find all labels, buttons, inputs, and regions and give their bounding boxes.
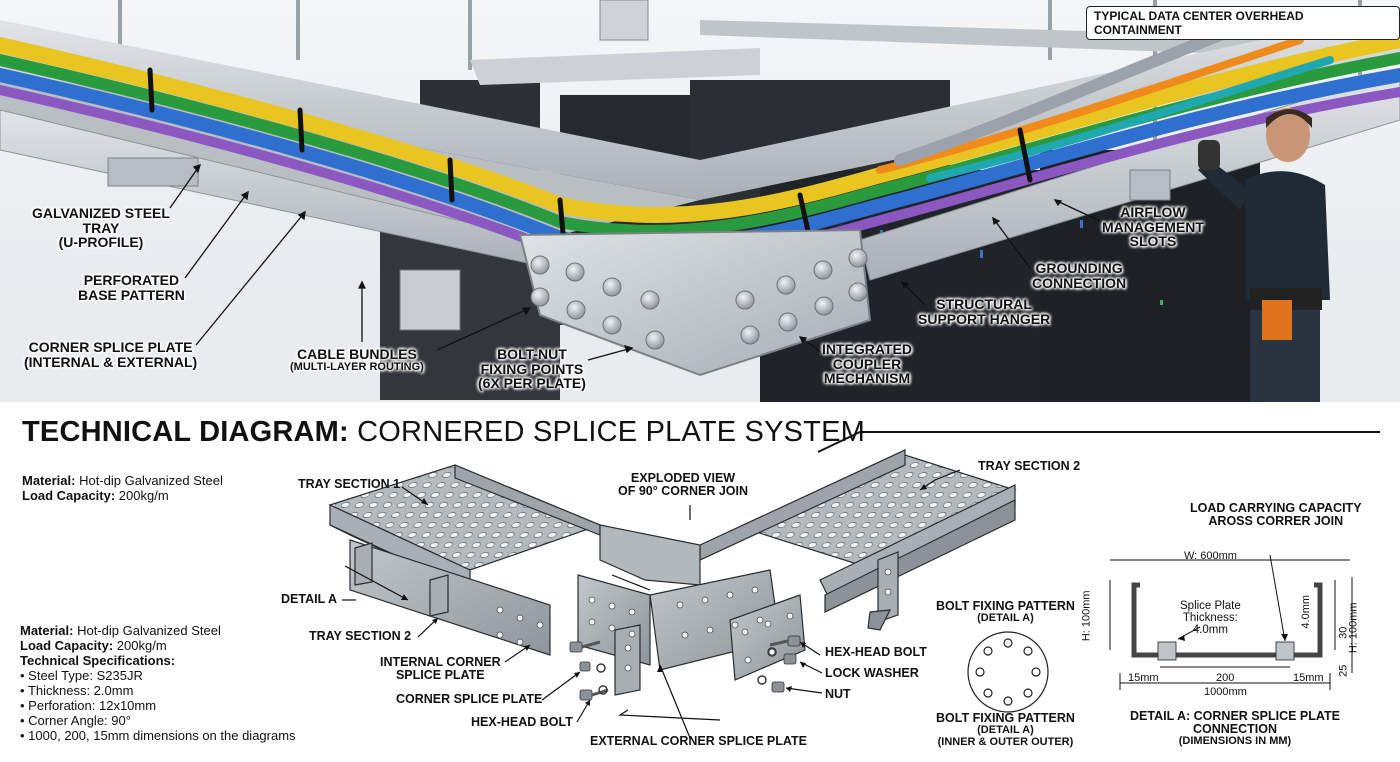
dim-15-left: 15mm (1128, 672, 1159, 684)
spec-item: Corner Angle: 90° (20, 713, 296, 729)
label-lock-washer: LOCK WASHER (825, 666, 919, 680)
dim-30: 30 (1337, 626, 1350, 639)
label-hex-head-bolt-right: HEX-HEAD BOLT (825, 645, 927, 659)
label-corner-splice-plate-diagram: CORNER SPLICE PLATE (396, 692, 543, 706)
spec-item: Thickness: 2.0mm (20, 683, 296, 699)
dim-4mm: 4.0mm (1300, 594, 1313, 629)
dim-25: 25 (1337, 664, 1350, 677)
label-external-corner-plate: EXTERNAL CORNER SPLICE PLATE (590, 734, 807, 748)
dim-height-right: H: 100mm (1347, 602, 1360, 654)
cross-section-drawing (1109, 555, 1353, 690)
plate-bolts (530, 248, 868, 350)
left-tray-wall-back (0, 20, 700, 200)
right-hanger (1129, 169, 1171, 201)
label-corner-splice-plate: CORNER SPLICE PLATE(INTERNAL & EXTERNAL) (24, 339, 198, 370)
label-tray-section-2-bottom: TRAY SECTION 2 (309, 629, 412, 643)
label-bolt-pattern-top: BOLT FIXING PATTERN(DETAIL A) (936, 599, 1075, 625)
elbow-piece (599, 524, 701, 586)
label-hex-head-bolt-left: HEX-HEAD BOLT (471, 715, 573, 729)
spec-block-top: Material: Hot-dip Galvanized Steel Load … (22, 473, 223, 503)
tray-section-1-wall (349, 539, 551, 656)
photo-illustration (0, 0, 1400, 402)
title-rule (817, 431, 1380, 453)
dim-height-left: H: 100mm (1080, 590, 1093, 642)
technician (1198, 108, 1330, 402)
page-title: TECHNICAL DIAGRAM: CORNERED SPLICE PLATE… (22, 416, 865, 448)
spec-block-bottom: Material: Hot-dip Galvanized Steel Load … (20, 623, 296, 744)
dim-15-right: 15mm (1293, 672, 1324, 684)
label-bolt-pattern-bottom: BOLT FIXING PATTERN(DETAIL A)(INNER & OU… (936, 711, 1075, 748)
dim-200: 200 (1216, 672, 1235, 684)
rear-tray (470, 48, 760, 85)
dim-1000: 1000mm (1204, 686, 1247, 698)
plate-holes (496, 568, 892, 672)
label-tray-section-2-top: TRAY SECTION 2 (978, 459, 1081, 473)
loose-hardware (569, 635, 801, 701)
label-tray-section-1: TRAY SECTION 1 (298, 477, 401, 491)
label-cable-bundles: CABLE BUNDLES(MULTI-LAYER ROUTING) (290, 346, 424, 373)
spec-item: Perforation: 12x10mm (20, 698, 296, 714)
photo-leader-lines (169, 163, 1103, 361)
data-center-photo: TYPICAL DATA CENTER OVERHEAD CONTAINMENT… (0, 0, 1400, 402)
exploded-view-drawing (328, 449, 1017, 739)
spec-item: Steel Type: S235JR (20, 668, 296, 684)
internal-plate-left (614, 624, 641, 696)
bolt-pattern-circle (967, 631, 1049, 713)
tech-spec-list: Steel Type: S235JR Thickness: 2.0mm Perf… (20, 668, 296, 744)
label-detail-a: DETAIL A (281, 592, 338, 606)
spec-item: 1000, 200, 15mm dimensions on the diagra… (20, 728, 295, 744)
left-hanger (107, 157, 199, 187)
label-nut: NUT (825, 687, 851, 701)
scene-title-badge: TYPICAL DATA CENTER OVERHEAD CONTAINMENT (1086, 6, 1400, 40)
dim-width: W: 600mm (1184, 550, 1237, 562)
